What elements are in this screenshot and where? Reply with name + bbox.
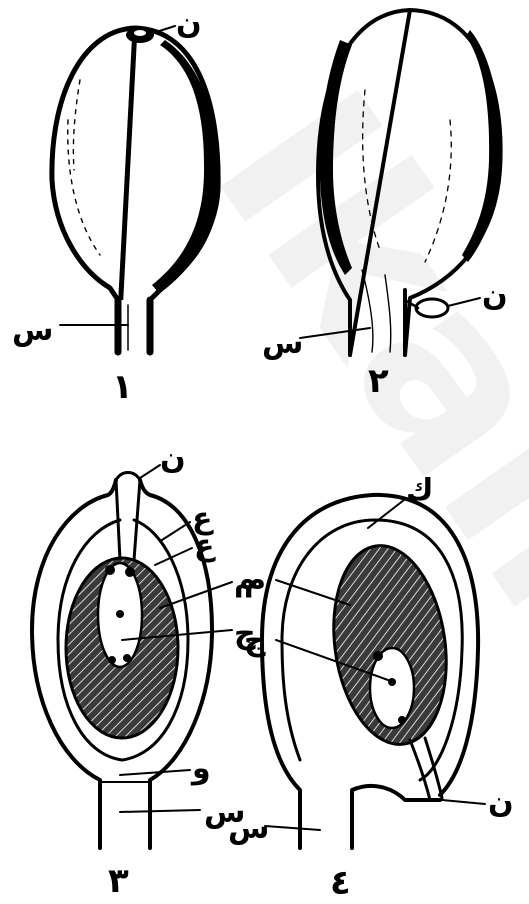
panel-4-micropyle-canal	[410, 738, 442, 800]
panel-3-number: ٣	[108, 861, 129, 901]
panel-3-orthotropous-section: ن ع ع م ج و س ٣	[32, 441, 256, 901]
panel-1-number: ١	[112, 367, 133, 407]
panel-4-nucellus-label: م	[244, 563, 266, 598]
panel-3-micropyle-label: ن	[160, 441, 186, 476]
panel-1-micropyle-label: ن	[176, 6, 202, 41]
panel-4-number: ٤	[330, 863, 351, 903]
panel-4-micropyle-label: ن	[488, 785, 514, 820]
panel-2-number: ٢	[368, 361, 389, 401]
panel-3-inner-integument-label: ع	[194, 528, 216, 563]
panel-1-stalk-label: س	[12, 313, 53, 348]
panel-2-micropyle	[416, 299, 448, 317]
panel-3-chalaza-label: و	[190, 751, 211, 786]
panel-1-texture	[68, 80, 100, 255]
panel-4-stalk-label: س	[228, 811, 269, 846]
panel-2-micropyle-label: ن	[482, 278, 508, 313]
panel-4-raphe-label: ك	[406, 473, 434, 508]
panel-2-stalk-label: س	[262, 326, 303, 361]
panel-4-embryo-sac-label: ج	[244, 623, 266, 658]
panel-3-micropyle-canal	[116, 473, 140, 561]
